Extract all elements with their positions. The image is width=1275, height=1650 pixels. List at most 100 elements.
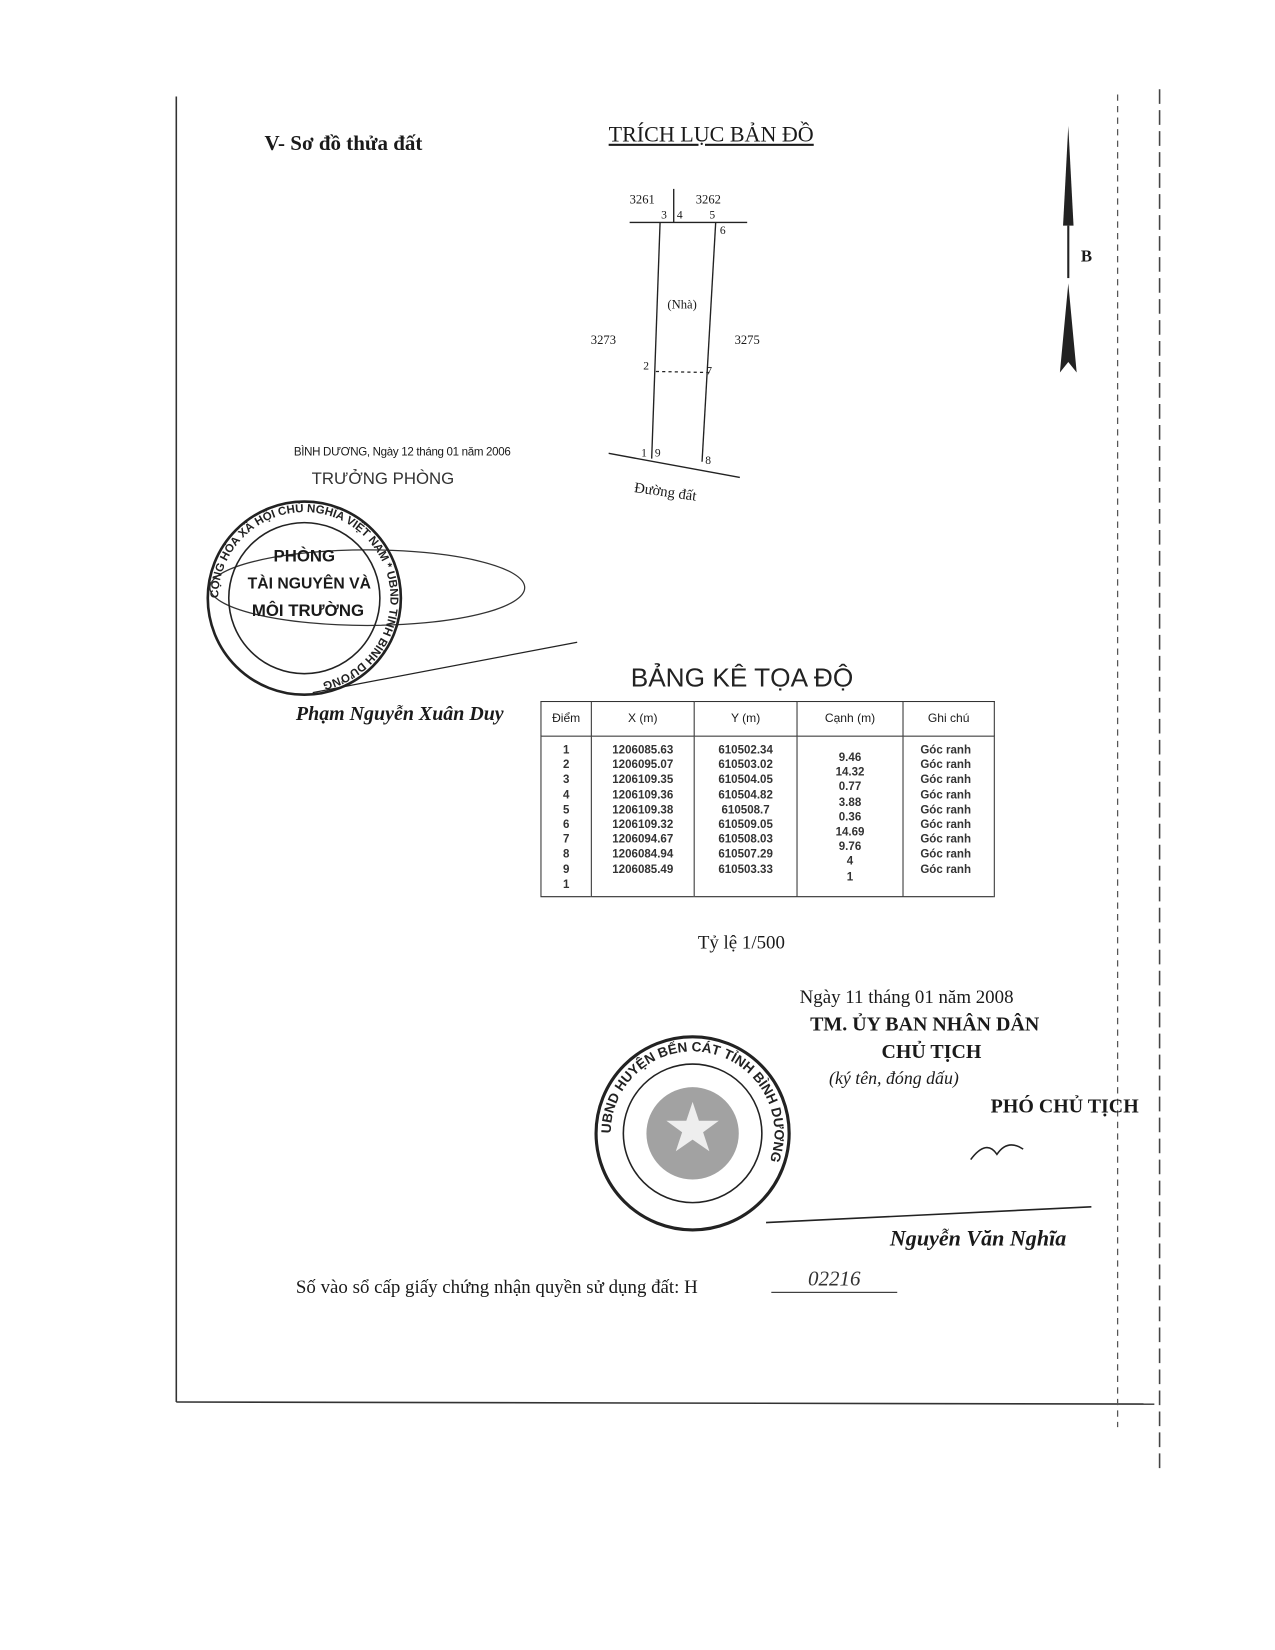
point-2: 2 (643, 359, 650, 373)
point-8: 8 (705, 454, 711, 467)
cell-x: 1206109.32 (612, 818, 674, 832)
cell-edge: 4 (846, 855, 854, 869)
parcel-boundary-right (701, 222, 717, 462)
cell-y: 610502.34 (718, 744, 773, 757)
cell-y: 610503.33 (718, 863, 773, 876)
cell-note: Góc ranh (920, 773, 972, 787)
north-label: B (1080, 247, 1093, 266)
cell-note: Góc ranh (920, 848, 972, 861)
cell-point: 3 (562, 773, 570, 787)
cell-point: 6 (562, 818, 570, 832)
cell-y: 610508.7 (721, 803, 770, 817)
point-4: 4 (676, 208, 683, 222)
cell-point: 8 (562, 848, 570, 861)
cell-y: 610507.29 (718, 848, 773, 861)
cell-edge: 1 (846, 870, 854, 884)
right-signer-name: Nguyễn Văn Nghĩa (889, 1225, 1067, 1251)
point-5: 5 (709, 208, 716, 222)
header-edge: Cạnh (m) (796, 700, 904, 737)
stamp-line-2: TÀI NGUYÊN VÀ (247, 575, 371, 593)
section-title: V- Sơ đồ thửa đất (264, 132, 423, 156)
cell-point: 1 (562, 744, 570, 757)
point-1: 1 (641, 447, 647, 460)
cell-edge: 0.77 (838, 781, 862, 794)
cell-edge: 3.88 (838, 796, 862, 809)
point-6: 6 (719, 224, 726, 238)
cell-x: 1206109.35 (612, 773, 674, 787)
right-title: PHÓ CHỦ TỊCH (990, 1095, 1139, 1118)
cell-edge: 14.32 (835, 766, 865, 779)
stamp-line-3: MÔI TRƯỜNG (251, 602, 365, 621)
parcel-3275: 3275 (734, 332, 760, 348)
cell-edge: 9.76 (838, 840, 862, 854)
cell-point: 1 (562, 878, 570, 891)
cell-x: 1206109.36 (612, 788, 674, 802)
table-title: BẢNG KÊ TỌA ĐỘ (630, 663, 854, 693)
cell-note: Góc ranh (920, 818, 972, 832)
parcel-3261: 3261 (629, 192, 655, 207)
scale-label: Tỷ lệ 1/500 (697, 931, 785, 953)
registry-number: 02216 (771, 1268, 898, 1293)
cell-y: 610504.82 (718, 788, 773, 802)
header-point: Điểm (540, 700, 592, 737)
point-3: 3 (661, 208, 667, 222)
cell-y: 610509.05 (718, 818, 773, 832)
cell-note: Góc ranh (920, 744, 972, 757)
cell-x: 1206095.07 (612, 758, 674, 772)
point-7: 7 (706, 365, 713, 378)
cell-point: 4 (562, 788, 570, 802)
cell-y: 610504.05 (718, 773, 773, 787)
parcel-3262: 3262 (695, 192, 721, 207)
right-note: (ký tên, đóng dấu) (829, 1068, 959, 1089)
cell-note: Góc ranh (920, 833, 972, 846)
cell-x: 1206109.38 (612, 803, 674, 817)
point-9: 9 (654, 447, 661, 460)
cell-edge: 9.46 (838, 751, 862, 764)
left-place-date: BÌNH DƯƠNG, Ngày 12 tháng 01 năm 2006 (293, 445, 511, 459)
cell-note: Góc ranh (920, 788, 972, 802)
cell-x: 1206085.63 (612, 744, 674, 757)
right-date: Ngày 11 tháng 01 năm 2008 (799, 986, 1014, 1008)
right-role: CHỦ TỊCH (881, 1041, 982, 1064)
cell-point: 9 (562, 863, 570, 876)
cell-edge: 0.36 (838, 810, 862, 824)
map-title: TRÍCH LỤC BẢN ĐỒ (608, 121, 814, 147)
cell-x: 1206094.67 (612, 833, 674, 846)
header-y: Y (m) (693, 700, 798, 737)
cell-point: 2 (562, 758, 570, 772)
left-sign-title: TRƯỞNG PHÒNG (311, 470, 455, 488)
header-note: Ghi chú (902, 700, 995, 737)
cell-note: Góc ranh (920, 758, 972, 772)
cell-note: Góc ranh (920, 803, 972, 817)
header-x: X (m) (590, 700, 695, 737)
cell-y: 610508.03 (718, 833, 773, 846)
parcel-3273: 3273 (590, 332, 616, 348)
cell-x: 1206085.49 (612, 863, 674, 876)
house-boundary (655, 370, 711, 374)
cell-point: 7 (562, 833, 570, 846)
cell-x: 1206084.94 (612, 848, 674, 861)
cell-y: 610503.02 (718, 758, 773, 772)
registry-label: Số vào sổ cấp giấy chứng nhận quyền sử d… (295, 1276, 698, 1298)
house-label: (Nhà) (667, 296, 697, 312)
road-line (608, 452, 740, 479)
cell-edge: 14.69 (835, 825, 865, 839)
stamp-line-1: PHÒNG (273, 547, 336, 566)
right-org: TM. ỦY BAN NHÂN DÂN (810, 1013, 1040, 1036)
parcel-boundary-left (650, 222, 661, 459)
left-signer-name: Phạm Nguyễn Xuân Duy (295, 703, 504, 726)
cell-point: 5 (562, 803, 570, 817)
cell-note: Góc ranh (920, 863, 972, 876)
